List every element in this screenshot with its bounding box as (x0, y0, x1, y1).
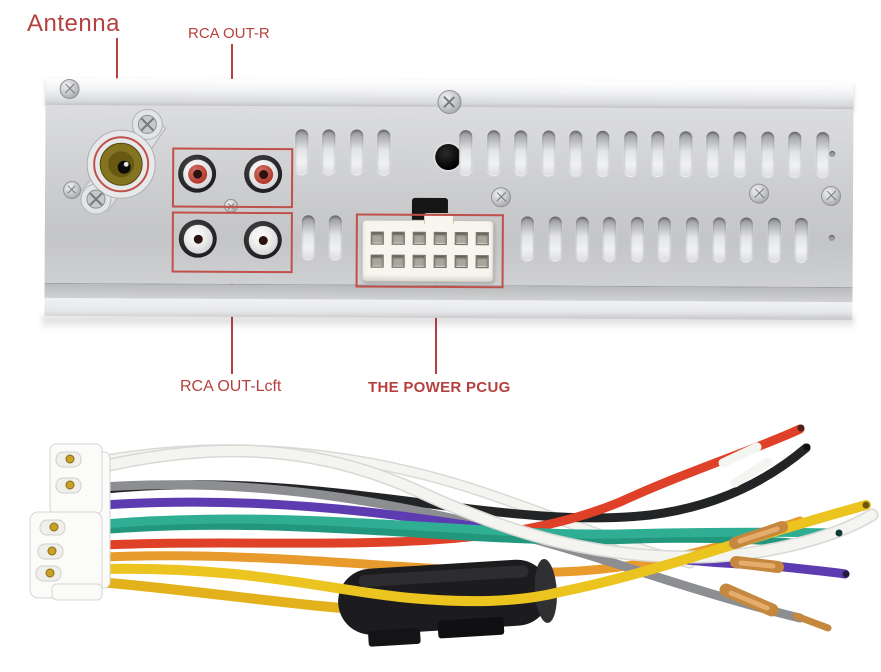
fuse-holder-clip (437, 616, 505, 639)
vent-slot (760, 131, 775, 177)
vent-slot (575, 216, 589, 261)
wire-yellow (96, 500, 871, 607)
vent-slot (541, 130, 555, 176)
pilot-hole (829, 150, 836, 158)
vent-slot (630, 216, 644, 262)
label-power-plug: THE POWER PCUG (368, 379, 511, 396)
vent-slot (459, 130, 473, 176)
vent-slot (740, 217, 754, 262)
panel-hole (435, 143, 462, 171)
pilot-hole (828, 234, 835, 242)
screw-icon (59, 78, 80, 100)
harness-connector (29, 443, 111, 601)
vent-slot (767, 217, 781, 262)
screw-icon (86, 189, 106, 209)
wire-white-big (95, 445, 877, 563)
screw-icon (748, 183, 770, 204)
vent-slot (301, 215, 315, 260)
copper-splice-highlight (737, 526, 780, 544)
vent-slot (651, 131, 665, 177)
wire-purple-tail (771, 561, 850, 579)
vent-slot (349, 129, 364, 175)
vent-slot (596, 130, 610, 176)
vent-slot (733, 131, 747, 177)
vent-slot (706, 131, 720, 177)
copper-wire-tip (792, 612, 832, 632)
vent-slot (794, 217, 809, 262)
wire-end-caps (797, 424, 870, 578)
wire-red-stripped-mark (718, 442, 762, 468)
connector-pin-cavities (35, 451, 82, 582)
vent-slot (514, 130, 528, 176)
label-rca-out-r: RCA OUT-R (188, 25, 270, 42)
label-rca-out-left: RCA OUT-Lcft (180, 378, 282, 395)
vent-slot (486, 130, 501, 176)
label-antenna: Antenna (27, 10, 120, 37)
fuse-holder-clip (368, 627, 421, 647)
vent-slot (329, 215, 343, 260)
vent-slot (623, 130, 638, 176)
vent-slot (569, 130, 583, 176)
vent-slot (678, 131, 692, 177)
vent-slot (712, 217, 726, 262)
vent-slot (603, 216, 617, 261)
vent-slot (685, 217, 699, 262)
antenna-jack-assembly (80, 108, 166, 215)
vent-slot (520, 216, 535, 261)
power-plug-annotation-box (355, 213, 504, 289)
chassis-shadow (42, 316, 854, 330)
wiring-harness (29, 424, 879, 647)
antenna-annotation-circle (93, 136, 150, 193)
vent-slot (295, 129, 309, 175)
vent-slot (788, 131, 802, 177)
copper-splice-highlight (738, 560, 776, 569)
screw-icon (820, 185, 842, 207)
vent-slot (377, 129, 391, 175)
leader-line-power-plug (435, 284, 437, 374)
vent-slot (815, 131, 829, 177)
antenna-jack (99, 142, 143, 186)
copper-splice-highlight (728, 590, 770, 611)
vent-slot (322, 129, 336, 175)
leader-line-rca-out-left (231, 270, 233, 374)
vent-slot (657, 217, 672, 262)
screw-icon (490, 187, 512, 208)
screw-icon (137, 114, 157, 134)
vent-slot (548, 216, 562, 261)
rca-out-left-annotation-box (171, 211, 293, 274)
rca-out-r-annotation-box (171, 147, 294, 209)
stereo-rear-panel (44, 77, 854, 321)
screw-icon (437, 89, 462, 115)
wire-black-stripped-mark (730, 457, 773, 488)
